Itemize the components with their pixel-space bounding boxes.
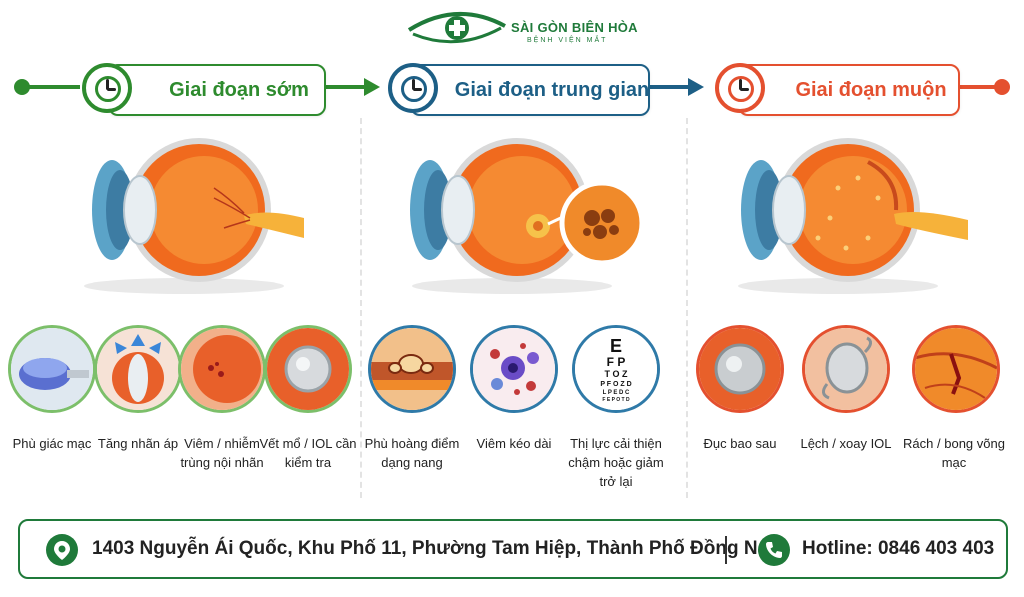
complication-cme-label: Phù hoàng điểm dạng nang — [364, 436, 460, 470]
complication-iol-dislocation-label: Lệch / xoay IOL — [800, 436, 892, 451]
complication-prolonged-inflammation-label: Viêm kéo dài — [476, 436, 552, 451]
clock-icon — [82, 63, 132, 113]
svg-text:F P: F P — [607, 355, 626, 369]
complication-pco-label: Đục bao sau — [703, 436, 777, 451]
complication-vision-label: Thị lực cải thiện chậm hoặc giảm trở lại — [568, 436, 664, 489]
complication-endophthalmitis-label: Viêm / nhiễm trùng nội nhãn — [180, 436, 264, 470]
location-pin-icon — [46, 534, 78, 566]
eye-cross-section-intermediate — [410, 138, 645, 294]
address-text: 1403 Nguyễn Ái Quốc, Khu Phố 11, Phường … — [92, 538, 774, 559]
brand-subtitle: BỆNH VIỆN MẮT — [527, 37, 608, 44]
hotline-text[interactable]: Hotline: 0846 403 403 — [802, 538, 995, 559]
brand-logo: SÀI GÒN BIÊN HÒA BỆNH VIỆN MẮT — [405, 6, 638, 50]
clock-icon — [715, 63, 765, 113]
stage-early-label: Giai đoạn sớm — [169, 78, 309, 101]
complication-corneal-edema-label: Phù giác mạc — [12, 436, 92, 451]
complication-endophthalmitis-image — [178, 325, 266, 413]
complication-cme-image — [368, 325, 456, 413]
svg-text:L P E D C: L P E D C — [603, 390, 630, 396]
complication-retinal-detachment-label: Rách / bong võng mạc — [903, 436, 1005, 470]
timeline-end-dot — [994, 79, 1010, 95]
timeline-arrow-2 — [688, 78, 704, 96]
complication-prolonged-inflammation-image — [470, 325, 558, 413]
complication-pco-image — [696, 325, 784, 413]
contact-footer: 1403 Nguyễn Ái Quốc, Khu Phố 11, Phường … — [18, 519, 1008, 579]
brand-name: SÀI GÒN BIÊN HÒA — [511, 20, 638, 35]
timeline-arrow-1 — [364, 78, 380, 96]
eye-cross-section-late — [738, 138, 968, 294]
eye-chart-image: E F P T O Z P F O Z D L P E D C F E P O … — [572, 325, 660, 413]
svg-text:F E P O T D: F E P O T D — [602, 397, 630, 403]
eye-cross-section-early — [84, 138, 304, 294]
complication-glaucoma-image — [94, 325, 182, 413]
complication-iol-dislocation-image — [802, 325, 890, 413]
svg-text:E: E — [610, 336, 622, 356]
complication-incision-iol-image — [264, 325, 352, 413]
eye-cross-logo-icon — [407, 11, 506, 44]
phone-icon[interactable] — [758, 534, 790, 566]
stage-late-label: Giai đoạn muộn — [795, 78, 947, 101]
clock-icon — [388, 63, 438, 113]
svg-text:P F O Z D: P F O Z D — [600, 381, 631, 388]
stage-late: Giai đoạn muộn — [738, 64, 960, 116]
footer-divider — [725, 536, 727, 564]
complication-incision-iol-label: Vết mổ / IOL cần kiểm tra — [259, 436, 357, 470]
stage-intermediate: Giai đoạn trung gian — [410, 64, 650, 116]
stage-intermediate-label: Giai đoạn trung gian — [454, 78, 650, 101]
complication-glaucoma-label: Tăng nhãn áp — [97, 436, 179, 451]
timeline — [14, 78, 1010, 96]
section-divider — [360, 118, 362, 498]
section-divider — [686, 118, 688, 498]
svg-text:T O Z: T O Z — [605, 369, 628, 379]
complication-retinal-detachment-image — [912, 325, 1000, 413]
complication-corneal-edema-image — [8, 325, 96, 413]
stage-early: Giai đoạn sớm — [108, 64, 326, 116]
